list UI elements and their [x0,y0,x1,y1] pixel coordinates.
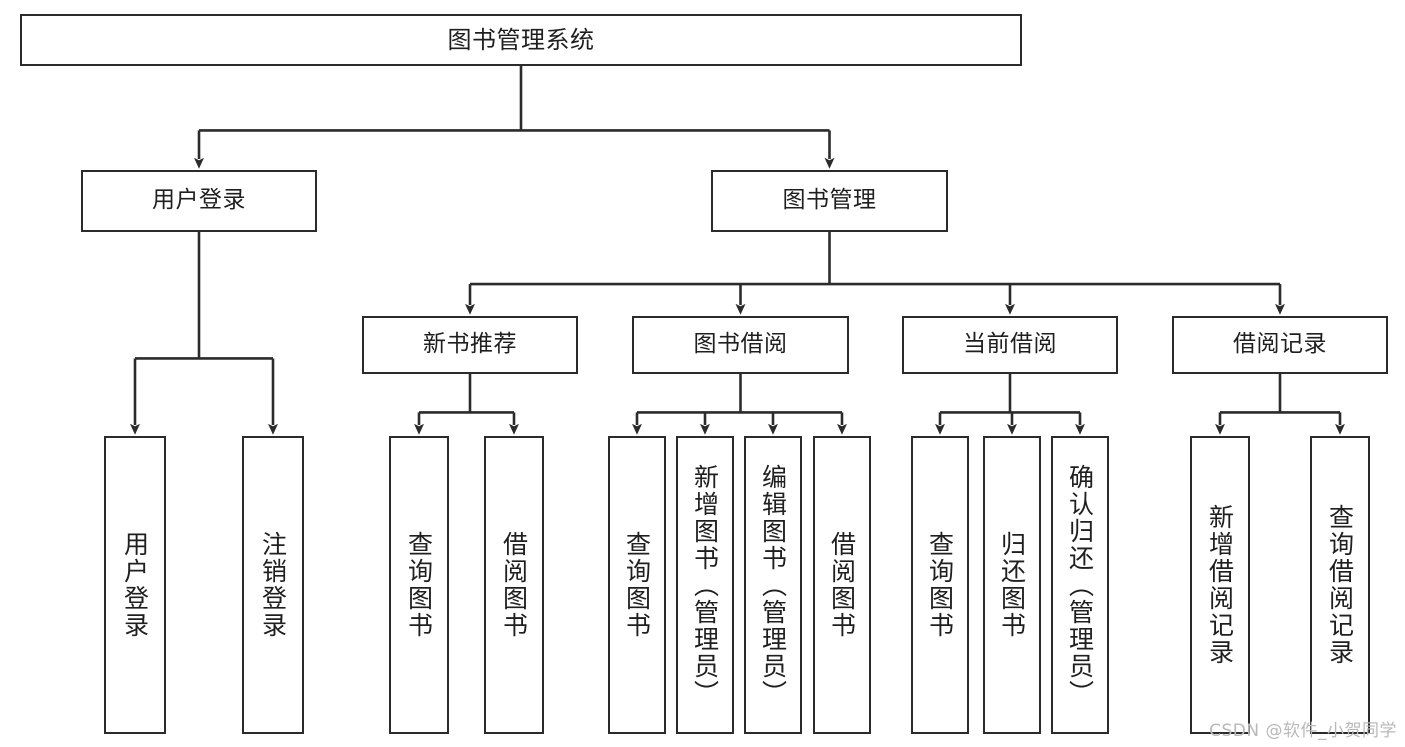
node-label: 查询图书 [404,531,434,639]
node-leaf-cur-confirm[interactable]: 确认归还（管理员） [1051,436,1109,734]
node-leaf-rec-add[interactable]: 新增借阅记录 [1190,436,1250,734]
node-leaf-new-query[interactable]: 查询图书 [389,436,449,734]
node-label: 图书借阅 [693,331,788,358]
node-label: 新书推荐 [423,331,517,358]
node-label: 编辑图书（管理员） [758,463,788,707]
node-label: 查询借阅记录 [1325,504,1355,666]
node-label: 新增借阅记录 [1205,504,1235,666]
node-leaf-bor-query[interactable]: 查询图书 [608,436,666,734]
node-label: 图书管理系统 [447,25,595,54]
node-root[interactable]: 图书管理系统 [20,14,1022,66]
node-leaf-bor-lend[interactable]: 借阅图书 [813,436,871,734]
node-label: 用户登录 [152,187,246,214]
node-label: 借阅图书 [499,531,529,639]
node-label: 借阅图书 [827,531,857,639]
node-login[interactable]: 用户登录 [81,170,317,232]
node-label: 图书管理 [782,187,877,214]
node-label: 查询图书 [622,531,652,639]
node-label: 注销登录 [258,531,288,639]
node-leaf-bor-add[interactable]: 新增图书（管理员） [676,436,734,734]
node-leaf-bor-edit[interactable]: 编辑图书（管理员） [744,436,802,734]
node-current[interactable]: 当前借阅 [902,316,1118,374]
node-label: 当前借阅 [963,331,1057,358]
node-leaf-cur-query[interactable]: 查询图书 [911,436,969,734]
node-leaf-user-login[interactable]: 用户登录 [104,436,166,734]
node-label: 确认归还（管理员） [1065,463,1095,707]
node-leaf-rec-query[interactable]: 查询借阅记录 [1310,436,1370,734]
node-bookmgmt[interactable]: 图书管理 [711,170,948,232]
node-label: 用户登录 [120,531,150,639]
node-records[interactable]: 借阅记录 [1172,316,1388,374]
node-newbook[interactable]: 新书推荐 [362,316,578,374]
node-label: 新增图书（管理员） [690,463,720,707]
node-leaf-new-borrow[interactable]: 借阅图书 [484,436,544,734]
node-label: 查询图书 [925,531,955,639]
node-label: 借阅记录 [1233,331,1327,358]
watermark: CSDN @软件_小贺同学 [1209,721,1397,741]
node-borrow[interactable]: 图书借阅 [632,316,849,374]
node-leaf-user-logout[interactable]: 注销登录 [242,436,304,734]
node-label: 归还图书 [997,531,1027,639]
node-leaf-cur-return[interactable]: 归还图书 [983,436,1041,734]
